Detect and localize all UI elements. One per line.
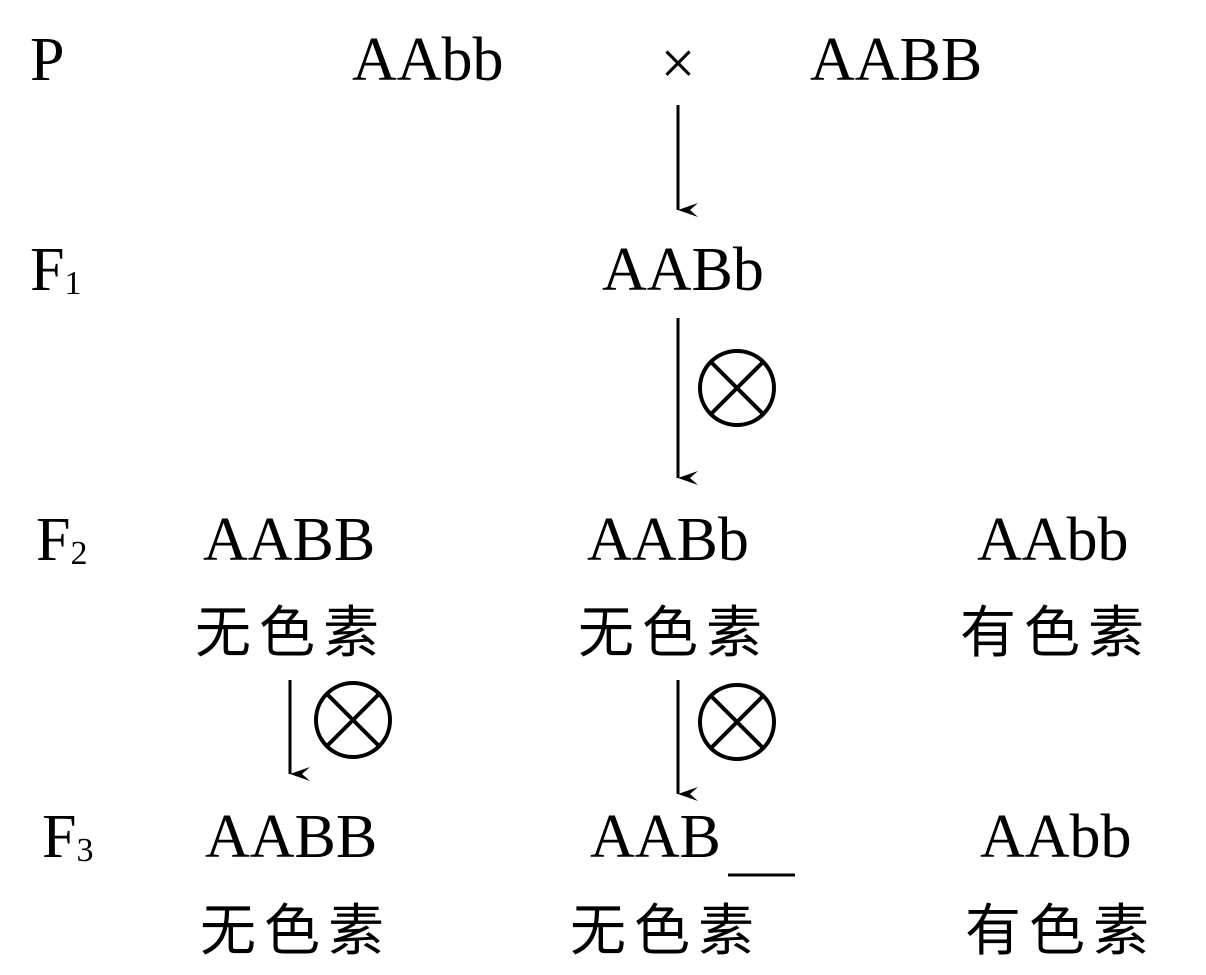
f2-genotype: AABb: [587, 506, 749, 574]
label-f1: F1: [30, 236, 81, 304]
parent-right-genotype: AABB: [810, 26, 982, 94]
f2-genotype: AAbb: [977, 506, 1129, 574]
f3-genotype: AABB: [205, 803, 377, 871]
label-f3: F3: [42, 803, 93, 871]
f2-phenotype: 有色素: [960, 601, 1152, 666]
selfing-icon: [314, 681, 392, 759]
f1-genotype: AABb: [602, 236, 764, 304]
selfing-icon: [698, 349, 776, 427]
f2-genotype: AABB: [203, 506, 375, 574]
parent-left-genotype: AAbb: [352, 26, 504, 94]
label-f2: F2: [36, 506, 87, 574]
f3-genotype: AAbb: [980, 803, 1132, 871]
f3-phenotype: 无色素: [570, 899, 762, 964]
cross-symbol: ×: [661, 30, 696, 98]
f3-phenotype: 无色素: [200, 899, 392, 964]
f2-phenotype: 无色素: [578, 601, 770, 666]
selfing-icon: [698, 683, 776, 761]
label-p: P: [30, 26, 64, 94]
f3-genotype: AAB: [590, 803, 721, 871]
f2-phenotype: 无色素: [195, 601, 387, 666]
f3-phenotype: 有色素: [965, 899, 1157, 964]
